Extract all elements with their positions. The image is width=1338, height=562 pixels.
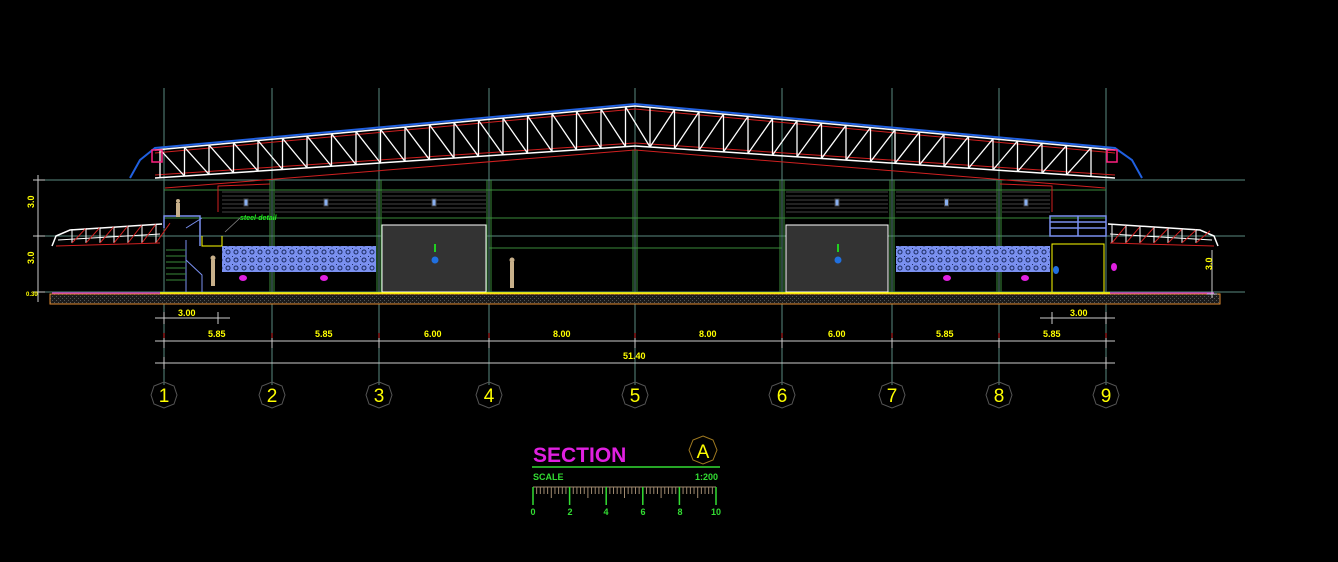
scale-label: SCALE: [533, 472, 564, 482]
grid-bubble-3: 3: [365, 381, 393, 409]
dim-bay-3: 6.00: [424, 329, 442, 339]
vertical-dimension-left: [33, 175, 45, 302]
section-mark: A: [697, 442, 710, 463]
scale-tick-10: 10: [711, 507, 721, 517]
screen-panels: [222, 246, 1117, 281]
scale-tick-0: 0: [530, 507, 535, 517]
dim-bay-1: 5.85: [208, 329, 226, 339]
grid-bubble-8: 8: [985, 381, 1013, 409]
scale-tick-8: 8: [677, 507, 682, 517]
dim-bay-5: 8.00: [699, 329, 717, 339]
grid-bubble-7: 7: [878, 381, 906, 409]
dim-vertical-right: 3.0: [1204, 257, 1214, 270]
grid-bubble-2: 2: [258, 381, 286, 409]
grid-bubble-6: 6: [768, 381, 796, 409]
grid-label-6: 6: [777, 386, 788, 407]
title-block: SECTION A SCALE 1:200 0 2 4 6 8 10: [530, 435, 721, 517]
grid-label-5: 5: [630, 386, 641, 407]
horizontal-dimensions: [155, 312, 1115, 369]
rolling-doors: [381, 224, 889, 293]
left-stair: [163, 215, 241, 292]
grid-bubble-9: 9: [1092, 381, 1120, 409]
dim-bay-4: 8.00: [553, 329, 571, 339]
dim-overhang-right: 3.00: [1070, 308, 1088, 318]
annotation-tag: steel-detail: [240, 215, 278, 222]
grid-bubble-1: 1: [150, 381, 178, 409]
grid-bubble-5: 5: [621, 381, 649, 409]
scale-tick-2: 2: [567, 507, 572, 517]
dim-bay-2: 5.85: [315, 329, 333, 339]
dim-vertical-lower: 3.0: [26, 251, 36, 264]
grid-bubbles: 1 2 3 4 5 6 7 8 9: [150, 381, 1120, 409]
grid-label-8: 8: [994, 386, 1005, 407]
dim-overhang-left: 3.00: [178, 308, 196, 318]
dim-vertical-upper: 3.0: [26, 195, 36, 208]
ground-slab: [49, 292, 1221, 305]
left-canopy: [51, 222, 171, 247]
grid-label-1: 1: [159, 386, 170, 407]
human-figures: [176, 199, 515, 288]
scale-tick-6: 6: [640, 507, 645, 517]
grid-label-7: 7: [887, 386, 898, 407]
section-mark-bubble: [688, 435, 718, 465]
right-canopy: [1107, 223, 1219, 247]
grid-label-9: 9: [1101, 386, 1112, 407]
dim-vertical-base: 0.30: [26, 292, 38, 298]
grid-label-4: 4: [484, 386, 495, 407]
parapet: [217, 183, 1053, 212]
dim-bay-8: 5.85: [1043, 329, 1061, 339]
dim-bay-7: 5.85: [936, 329, 954, 339]
right-balcony: [1049, 215, 1107, 292]
wall-frames: [164, 150, 1106, 292]
grid-label-3: 3: [374, 386, 385, 407]
vertical-dimension-right: [1207, 250, 1217, 298]
dim-total: 51.40: [623, 351, 646, 361]
level-lines: [40, 179, 1245, 293]
scale-tick-4: 4: [603, 507, 608, 517]
dim-bay-6: 6.00: [828, 329, 846, 339]
louvers: [222, 191, 1050, 213]
grid-label-2: 2: [267, 386, 278, 407]
roof-truss: [129, 102, 1143, 189]
grid-bubble-4: 4: [475, 381, 503, 409]
section-title: SECTION: [533, 444, 626, 467]
scale-bar: [532, 486, 717, 505]
scale-value: 1:200: [695, 472, 718, 482]
